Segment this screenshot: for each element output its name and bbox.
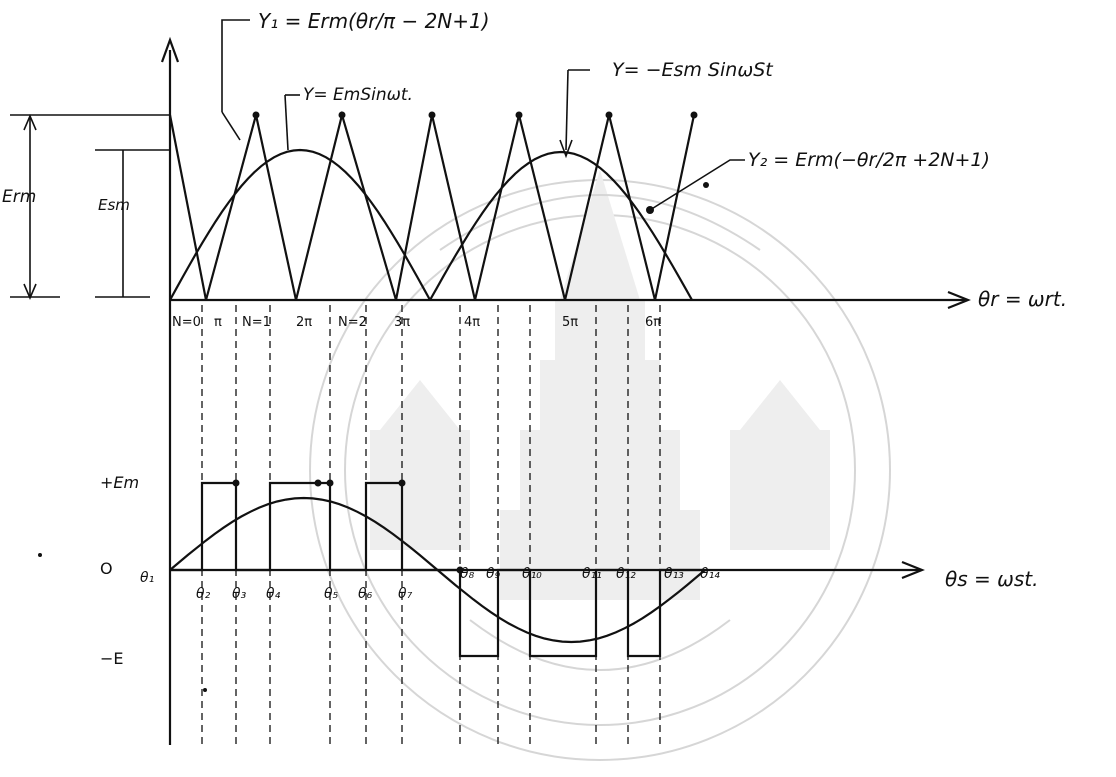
esm-label: Esm	[98, 196, 130, 214]
pwm-marker-dot	[326, 479, 334, 487]
carrier-peak-markers	[252, 111, 698, 119]
pwm-pulse-markers	[232, 479, 464, 574]
theta-point-label: θ₉	[486, 566, 501, 582]
theta-point-label: θ₁₁	[582, 566, 602, 582]
fundamental-sine-wave	[169, 496, 706, 644]
stray-dot-2	[38, 553, 42, 557]
theta-point-label: θ₇	[398, 586, 413, 602]
pwm-output-waveform	[170, 481, 705, 658]
y-negative-sine-equation: Y= −Esm SinωSt	[612, 59, 774, 81]
y1-equation: Y₁ = Erm(θr/π − 2N+1)	[258, 9, 490, 33]
top-plot: Erm Esm Y₁ = Erm(θr/π − 2N+1) Y= EmSinωt…	[2, 9, 1067, 745]
carrier-peak-dot	[605, 111, 613, 119]
theta-point-label: θ₂	[196, 586, 211, 602]
theta-r-tick-label: 5π	[562, 315, 578, 330]
vertical-axis-arrow	[160, 36, 180, 63]
theta-r-tick-label: 4π	[464, 315, 480, 330]
pwm-marker-dot	[456, 566, 464, 574]
positive-sine-reference	[169, 148, 431, 301]
theta-point-label: θ₁₃	[664, 566, 684, 582]
theta-r-tick-label: 2π	[296, 315, 312, 330]
theta-point-label: θ₁₂	[616, 566, 636, 582]
negative-sine-reference	[429, 150, 693, 301]
yneg-callout-pointer	[565, 69, 569, 151]
positive-level-label: +Em	[100, 473, 139, 492]
theta-s-point-labels: θ₁ θ₂ θ₃ θ₄ θ₅ θ₆ θ₇ θ₈ θ₉ θ₁₀ θ₁₁ θ₁₂ θ₁₃ θ₁₄	[140, 566, 720, 602]
y2-callout-leader	[649, 159, 745, 211]
theta-r-axis-arrow	[947, 290, 971, 310]
y1-callout-leader	[221, 19, 250, 112]
erm-label: Erm	[2, 187, 36, 207]
carrier-peak-dot	[428, 111, 436, 119]
theta-r-axis-label: θr = ωrt.	[978, 287, 1067, 311]
pwm-marker-dot	[314, 479, 322, 487]
erm-arrow-down	[23, 283, 37, 301]
theta-point-label: θ₅	[324, 586, 339, 602]
theta-s-axis-label: θs = ωst.	[945, 567, 1039, 591]
carrier-peak-dot	[515, 111, 523, 119]
y2-callout-dot	[646, 206, 654, 214]
y1-callout-pointer	[221, 111, 241, 141]
zero-level-label: O	[100, 559, 113, 578]
y2-equation: Y₂ = Erm(−θr/2π +2N+1)	[748, 149, 990, 171]
negative-level-label: −E	[100, 649, 124, 668]
ypos-callout-pointer	[284, 94, 289, 151]
bottom-plot: θs = ωst. +Em O −E θ₁ θ₂ θ₃ θ₄ θ₅ θ₆ θ₇ θ₈ θ₉ θ₁₀…	[100, 473, 1039, 668]
theta-point-label: θ₆	[358, 586, 373, 602]
theta-point-label: θ₈	[460, 566, 475, 582]
theta-r-tick-label: 6π	[645, 315, 661, 330]
theta-point-label: θ₁₄	[700, 566, 720, 582]
watermark-emblem	[309, 170, 891, 761]
erm-arrow-up	[23, 113, 37, 131]
y2-callout-dot-2	[703, 182, 709, 188]
theta-point-label: θ₁	[140, 570, 154, 586]
theta-s-axis-arrow	[901, 560, 925, 580]
pwm-marker-dot	[398, 479, 406, 487]
stray-dot	[203, 688, 207, 692]
theta-r-tick-label: N=0	[172, 315, 201, 330]
theta-point-label: θ₄	[266, 586, 281, 602]
yneg-callout-arrow	[559, 139, 573, 159]
theta-point-label: θ₃	[232, 586, 247, 602]
carrier-peak-dot	[690, 111, 698, 119]
carrier-peak-dot	[338, 111, 346, 119]
theta-r-tick-label: N=2	[338, 315, 367, 330]
theta-r-tick-label: N=1	[242, 315, 271, 330]
y-positive-sine-equation: Y= EmSinωt.	[303, 85, 413, 105]
pwm-marker-dot	[232, 479, 240, 487]
theta-point-label: θ₁₀	[522, 566, 542, 582]
carrier-peak-dot	[252, 111, 260, 119]
theta-r-tick-label: π	[214, 315, 222, 330]
